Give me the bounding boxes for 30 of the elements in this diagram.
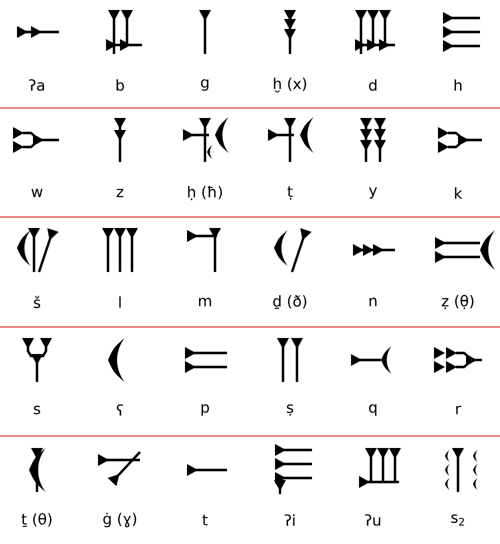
transliteration-label: š bbox=[34, 296, 40, 308]
transliteration-label: n bbox=[370, 298, 376, 306]
transliteration-label: m bbox=[199, 298, 212, 306]
transliteration-label: g bbox=[201, 79, 208, 91]
transliteration-label: w bbox=[32, 188, 42, 198]
transliteration-label: t bbox=[202, 514, 208, 526]
transliteration-label: s bbox=[34, 406, 40, 414]
transliteration-label: h bbox=[454, 79, 462, 91]
transliteration-label: ʕ bbox=[116, 404, 123, 416]
transliteration-label: k bbox=[455, 187, 462, 199]
transliteration-label: ẓ (θ̣) bbox=[442, 294, 474, 310]
transliteration-label: ḫ (x) bbox=[274, 78, 306, 92]
transliteration-label: ʔi bbox=[284, 514, 294, 526]
transliteration-label: ṯ (θ) bbox=[22, 513, 52, 527]
transliteration-label: q bbox=[369, 404, 376, 416]
transliteration-label: s$_{2}$ bbox=[451, 514, 464, 526]
transliteration-label: l bbox=[119, 296, 121, 308]
transliteration-label: p bbox=[202, 404, 209, 416]
transliteration-label: ḥ (ħ) bbox=[188, 186, 222, 200]
transliteration-label: ʔu bbox=[365, 514, 380, 526]
transliteration-label: ṭ bbox=[287, 186, 293, 200]
transliteration-label: ġ (ɣ) bbox=[103, 512, 136, 528]
transliteration-label: b bbox=[116, 79, 124, 91]
transliteration-label: y bbox=[369, 187, 377, 199]
transliteration-label: ʔa bbox=[29, 79, 44, 91]
transliteration-label: r bbox=[456, 406, 462, 414]
transliteration-label: ḏ (ð) bbox=[273, 295, 306, 309]
transliteration-label: ṣ bbox=[286, 404, 294, 416]
transliteration-label: z bbox=[116, 188, 124, 198]
transliteration-label: d bbox=[369, 79, 376, 91]
